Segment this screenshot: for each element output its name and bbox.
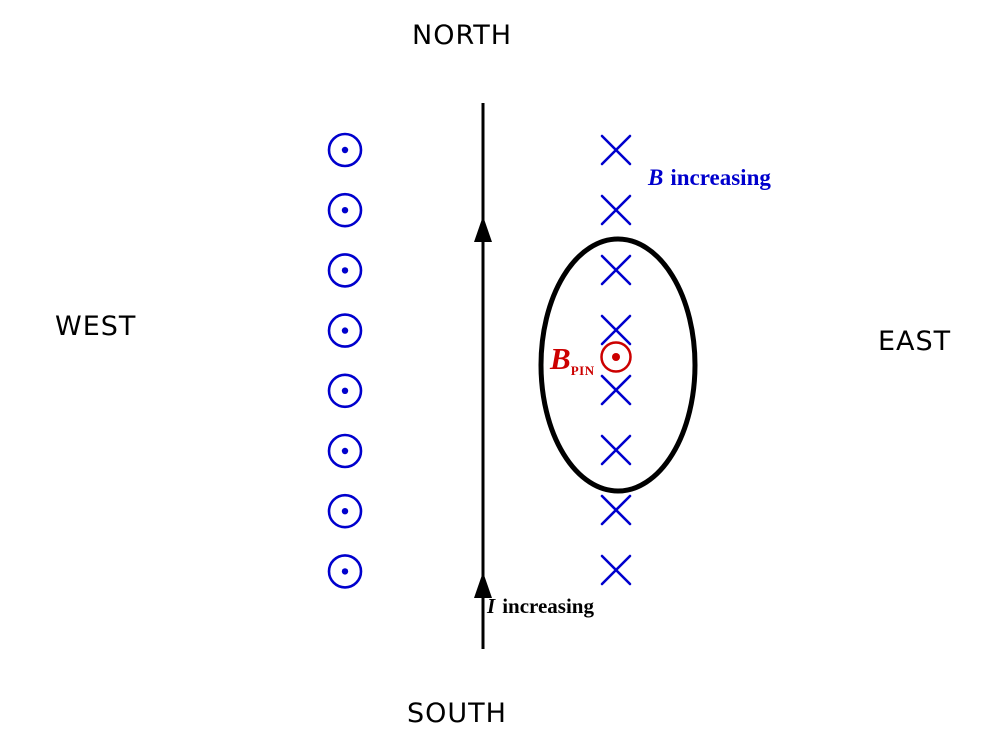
field-out-of-page-icon <box>327 373 363 409</box>
field-out-of-page-icon <box>327 493 363 529</box>
field-into-page-icon <box>600 134 632 166</box>
compass-west-label: WEST <box>55 311 137 342</box>
b-pin-dot <box>612 353 620 361</box>
compass-east-label: EAST <box>878 326 952 357</box>
i-increasing-text: increasing <box>502 594 594 618</box>
field-out-of-page-icon <box>327 192 363 228</box>
field-out-of-page-icon <box>327 554 363 589</box>
field-out-of-page-icon <box>327 433 363 469</box>
field-out-of-page-icon <box>327 253 363 288</box>
field-into-page-icon <box>600 254 632 286</box>
b-symbol: B <box>648 165 664 190</box>
field-into-page-icon <box>600 554 632 586</box>
b-pin-subscript: PIN <box>570 363 595 378</box>
b-pin-annotation: BPIN <box>550 341 595 379</box>
field-out-of-page-icon <box>327 313 363 348</box>
field-out-of-page-icon <box>327 132 363 168</box>
i-symbol: I <box>487 594 496 618</box>
field-into-page-column <box>600 134 632 586</box>
compass-south-label: SOUTH <box>407 698 507 729</box>
field-into-page-icon <box>600 434 632 466</box>
field-out-of-page-column <box>327 132 363 589</box>
b-pin-symbol: B <box>550 341 571 376</box>
loop-ellipse <box>538 236 698 494</box>
b-increasing-text: increasing <box>670 165 771 190</box>
current-arrow-up-icon <box>474 572 492 598</box>
compass-north-label: NORTH <box>412 20 513 51</box>
field-into-page-icon <box>600 314 632 346</box>
field-into-page-icon <box>600 494 632 526</box>
field-into-page-icon <box>600 374 632 406</box>
b-pin-out-of-page-icon <box>600 341 632 373</box>
field-into-page-icon <box>600 194 632 226</box>
current-arrow-up-icon <box>474 216 492 242</box>
